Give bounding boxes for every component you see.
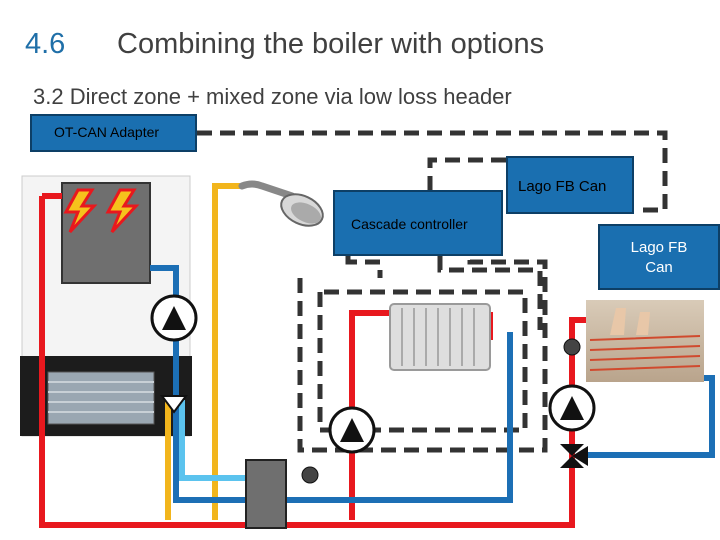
underfloor-heating-icon xyxy=(586,300,704,382)
section-number: 4.6 xyxy=(25,28,66,60)
lightning-icon xyxy=(105,188,140,234)
mixed-zone-sensor-dot xyxy=(563,338,581,356)
low-loss-header xyxy=(245,459,287,529)
page-subtitle: 3.2 Direct zone + mixed zone via low los… xyxy=(33,84,512,109)
dhw-pipe xyxy=(212,183,240,520)
cascade-controller-label: Cascade controller xyxy=(351,216,468,232)
return-pipe-boiler-light xyxy=(179,400,268,481)
bus-cable-loop-outer xyxy=(297,256,548,453)
lightning-icon xyxy=(63,188,98,234)
page-title: Combining the boiler with options xyxy=(117,28,545,60)
ot-can-adapter-box: OT-CAN Adapter xyxy=(30,114,197,152)
bus-cable-lago-to-cascade xyxy=(427,157,506,190)
bus-cable-ot-to-lago xyxy=(197,130,668,213)
lago-fb-can-top-label: Lago FB Can xyxy=(518,178,607,195)
pump-icon xyxy=(160,395,188,414)
shower-icon xyxy=(238,180,324,227)
header-sensor-dot xyxy=(301,466,319,484)
lago-fb-can-right-label-line2: Can xyxy=(645,259,673,276)
ot-can-adapter-label: OT-CAN Adapter xyxy=(54,124,160,140)
bus-cable-cascade-2 xyxy=(437,256,543,330)
pump-icon xyxy=(548,384,596,432)
valve-icon xyxy=(560,444,588,468)
radiator-icon xyxy=(389,303,491,371)
pump-icon xyxy=(150,294,198,342)
lago-fb-can-right-box: Lago FB Can xyxy=(598,224,720,290)
heat-exchanger-icon xyxy=(47,371,155,425)
pump-icon xyxy=(328,406,376,454)
bus-cable-cascade-1 xyxy=(345,256,383,278)
return-pipe-boiler xyxy=(150,265,268,503)
lago-fb-can-right-label-line1: Lago FB xyxy=(630,239,688,256)
bus-cable-loop-inner xyxy=(317,289,528,433)
lago-fb-can-top-box: Lago FB Can xyxy=(506,156,634,214)
cascade-controller-box: Cascade controller xyxy=(333,190,503,256)
flow-pipe-boiler-left xyxy=(39,196,268,528)
return-pipe-mixed-zone xyxy=(588,375,715,458)
return-pipe-direct-zone xyxy=(285,332,513,503)
